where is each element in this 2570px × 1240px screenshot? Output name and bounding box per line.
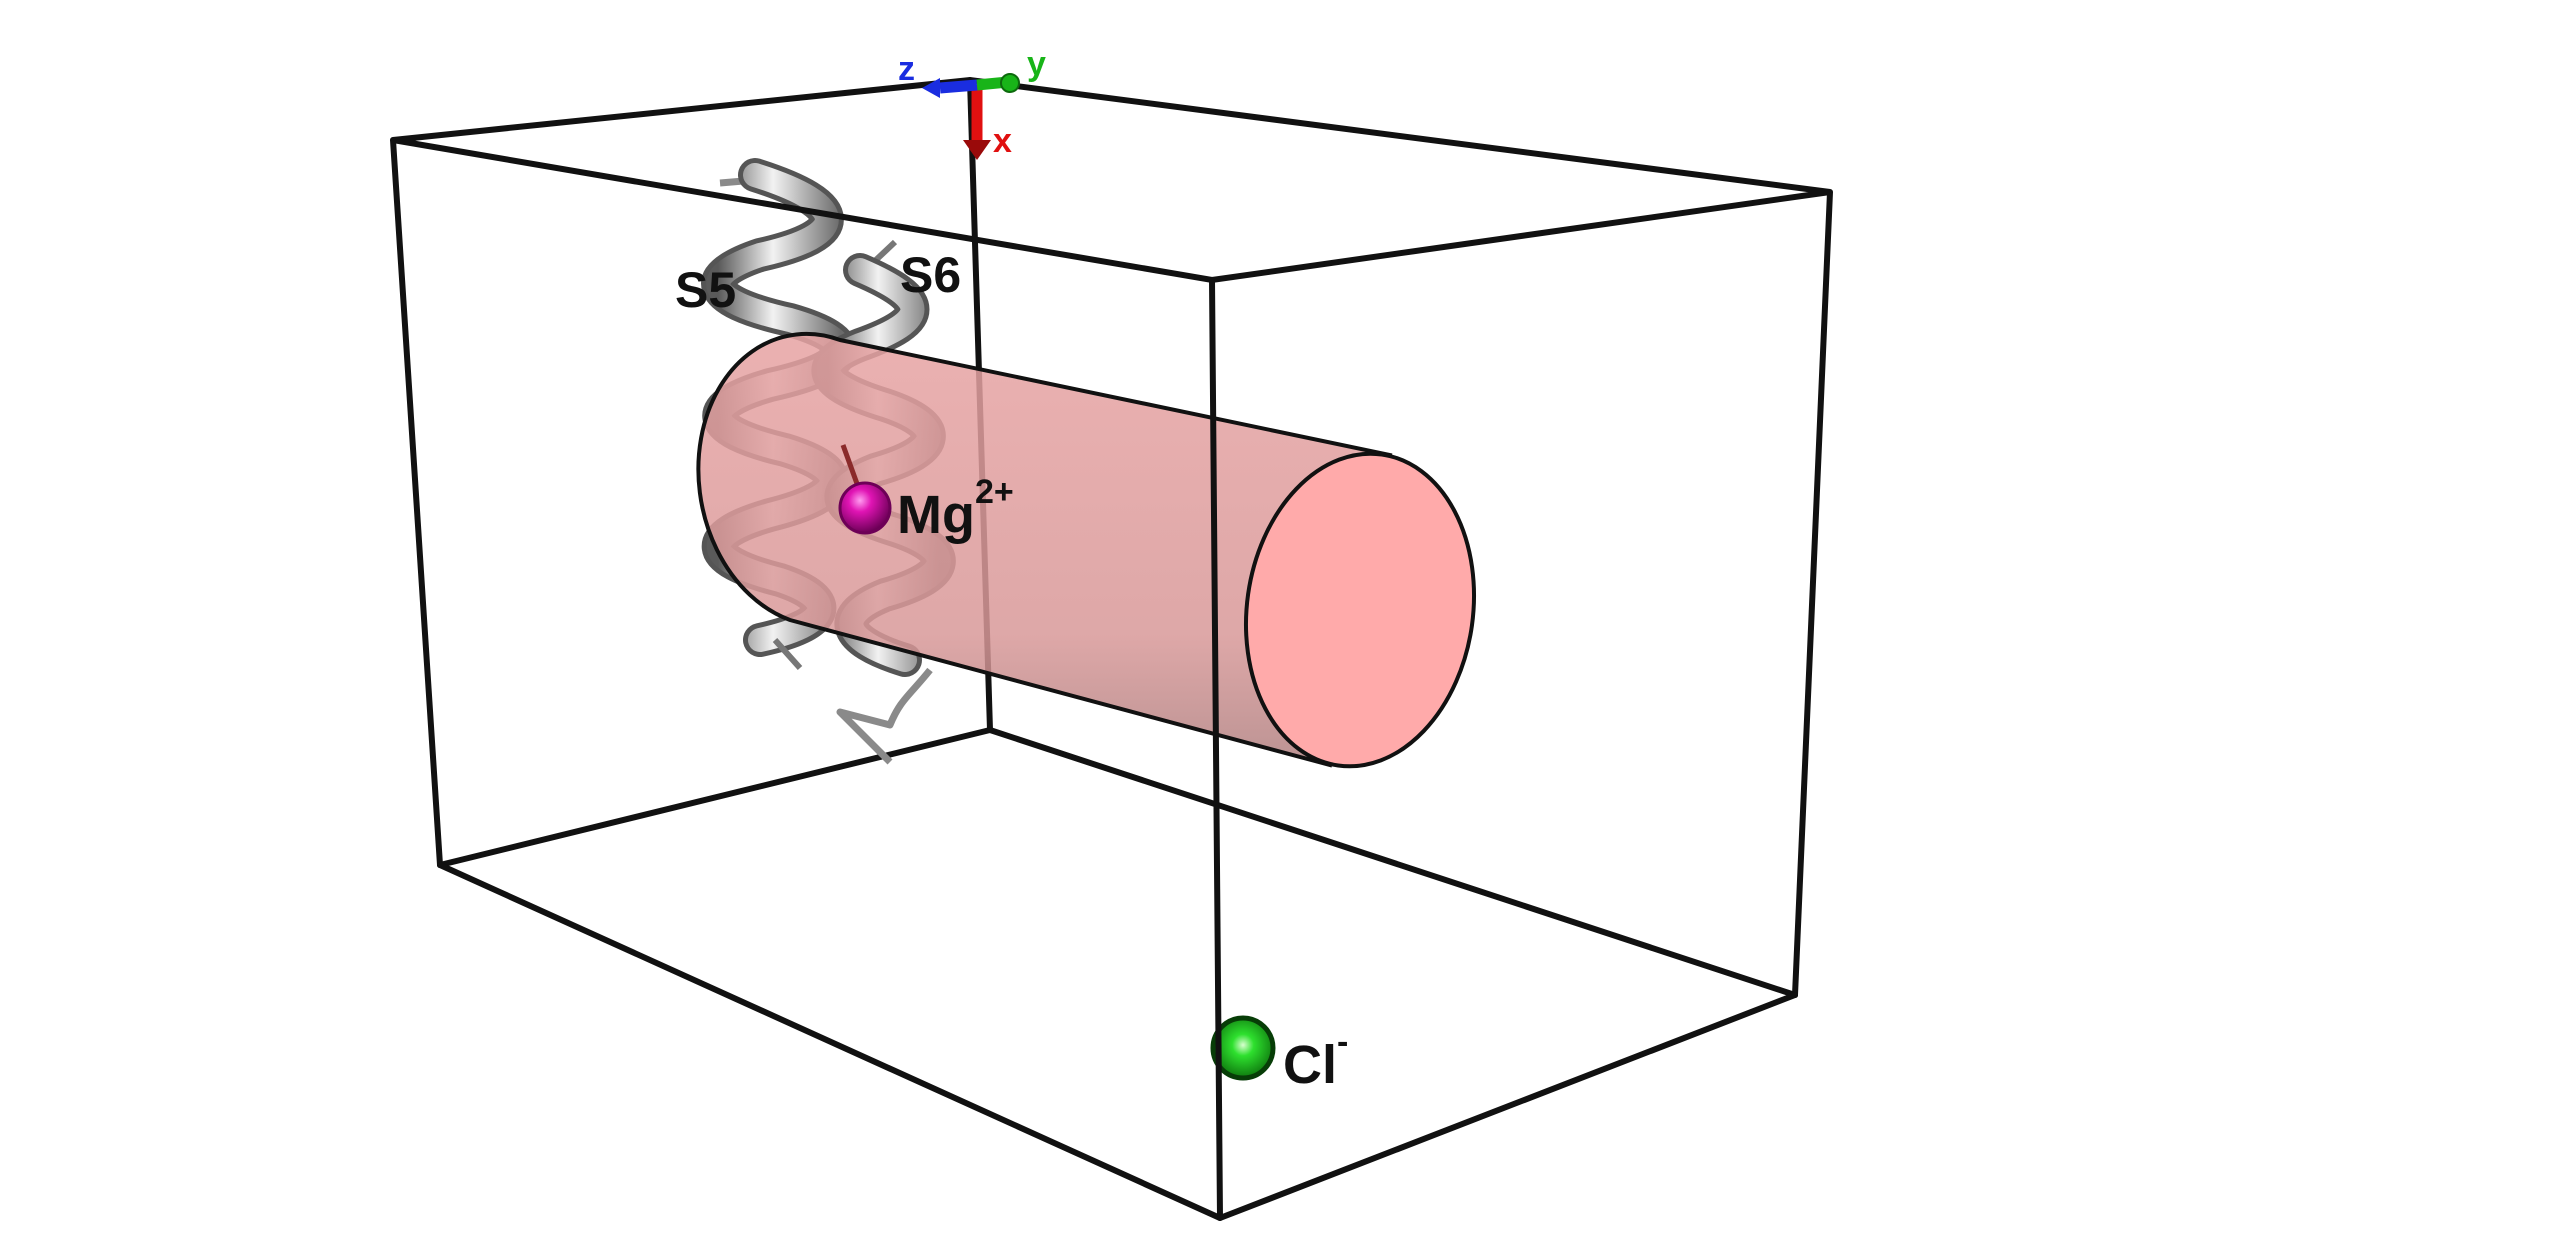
z-axis-arrow xyxy=(939,79,978,94)
box-front-edges xyxy=(390,76,1833,1221)
z-axis-label: z xyxy=(898,50,915,88)
y-axis-label: y xyxy=(1027,45,1046,83)
y-axis-tip xyxy=(1000,73,1020,93)
chloride-symbol: Cl xyxy=(1283,1035,1337,1095)
magnesium-symbol: Mg xyxy=(897,485,975,545)
s5-label: S5 xyxy=(675,262,736,318)
axis-triad: x y z xyxy=(898,45,1046,160)
z-axis-arrowhead xyxy=(922,78,940,98)
chloride-charge: - xyxy=(1337,1023,1348,1061)
s6-label: S6 xyxy=(900,247,961,303)
restraint-cylinder xyxy=(696,331,1477,769)
chloride-ion xyxy=(1210,1015,1276,1081)
x-axis-label: x xyxy=(993,122,1012,160)
chloride-label: Cl- xyxy=(1283,1023,1348,1095)
cylinder-cap xyxy=(1243,451,1477,769)
x-axis-arrowhead xyxy=(963,140,991,160)
magnesium-ion xyxy=(838,444,892,535)
magnesium-charge: 2+ xyxy=(975,473,1014,511)
magnesium-label: Mg2+ xyxy=(897,473,1014,545)
